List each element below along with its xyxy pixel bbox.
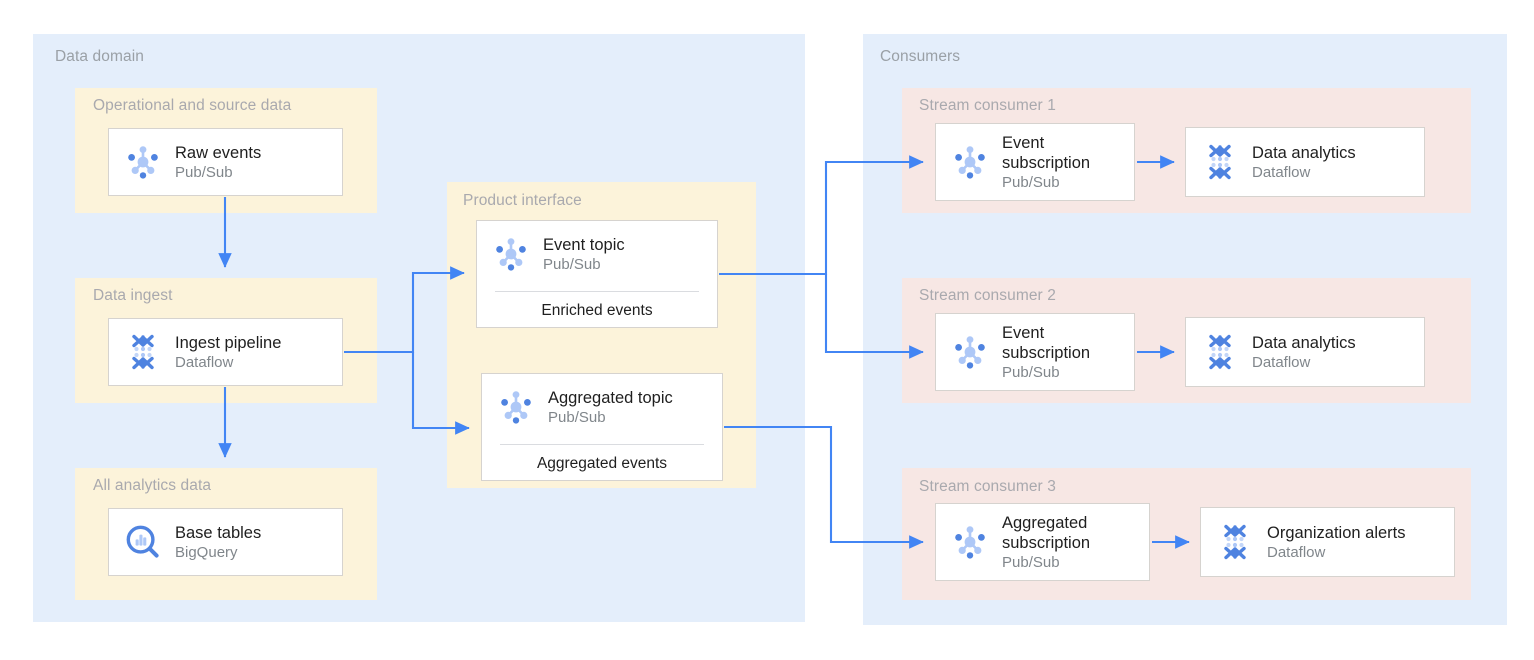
node-title: Raw events: [175, 143, 262, 162]
node-subtitle: Pub/Sub: [548, 408, 606, 426]
pubsub-icon: [948, 330, 992, 374]
node-title: Data analytics: [1252, 333, 1356, 352]
node-subtitle: Pub/Sub: [1002, 173, 1060, 191]
node-raw-events[interactable]: Raw events Pub/Sub: [108, 128, 343, 196]
group-product-interface-title: Product interface: [463, 192, 582, 209]
node-title: Ingest pipeline: [175, 333, 282, 352]
node-event-topic[interactable]: Event topic Pub/Sub Enriched events: [476, 220, 718, 328]
node-ingest-pipeline[interactable]: Ingest pipeline Dataflow: [108, 318, 343, 386]
node-footer-label: Aggregated events: [536, 455, 668, 472]
group-stream-consumer-1-title: Stream consumer 1: [919, 97, 1056, 114]
node-subtitle: Pub/Sub: [1002, 363, 1060, 381]
dataflow-icon: [1213, 520, 1257, 564]
card-divider: [495, 291, 699, 292]
node-title: Data analytics: [1252, 143, 1356, 162]
node-subtitle: BigQuery: [175, 543, 238, 561]
node-subtitle: Pub/Sub: [175, 163, 233, 181]
node-subtitle: Dataflow: [1252, 163, 1311, 181]
node-base-tables[interactable]: Base tables BigQuery: [108, 508, 343, 576]
group-stream-consumer-2-title: Stream consumer 2: [919, 287, 1056, 304]
node-event-subscription-2[interactable]: Event subscription Pub/Sub: [935, 313, 1135, 391]
node-title: Event subscription: [1002, 133, 1091, 172]
node-event-subscription-1[interactable]: Event subscription Pub/Sub: [935, 123, 1135, 201]
node-data-analytics-2[interactable]: Data analytics Dataflow: [1185, 317, 1425, 387]
node-aggregated-topic[interactable]: Aggregated topic Pub/Sub Aggregated even…: [481, 373, 723, 481]
card-divider: [500, 444, 704, 445]
node-subtitle: Dataflow: [1267, 543, 1326, 561]
group-stream-consumer-3-title: Stream consumer 3: [919, 478, 1056, 495]
node-title: Event subscription: [1002, 323, 1091, 362]
zone-consumers-title: Consumers: [880, 48, 961, 65]
node-footer-label: Enriched events: [541, 302, 653, 319]
zone-data-domain-title: Data domain: [55, 48, 144, 65]
dataflow-icon: [1198, 330, 1242, 374]
group-operational-title: Operational and source data: [93, 97, 292, 114]
node-title: Base tables: [175, 523, 262, 542]
node-subtitle: Pub/Sub: [1002, 553, 1060, 571]
node-organization-alerts[interactable]: Organization alerts Dataflow: [1200, 507, 1455, 577]
pubsub-icon: [489, 232, 533, 276]
bigquery-icon: [121, 520, 165, 564]
group-all-analytics-title: All analytics data: [93, 477, 212, 494]
node-subtitle: Dataflow: [1252, 353, 1311, 371]
node-subtitle: Pub/Sub: [543, 255, 601, 273]
dataflow-icon: [121, 330, 165, 374]
node-title: Event topic: [543, 235, 625, 254]
pubsub-icon: [121, 140, 165, 184]
pubsub-icon: [948, 520, 992, 564]
node-data-analytics-1[interactable]: Data analytics Dataflow: [1185, 127, 1425, 197]
group-data-ingest-title: Data ingest: [93, 287, 173, 304]
node-title: Aggregated topic: [548, 388, 673, 407]
dataflow-icon: [1198, 140, 1242, 184]
node-title: Organization alerts: [1267, 523, 1406, 542]
node-subtitle: Dataflow: [175, 353, 234, 371]
pubsub-icon: [948, 140, 992, 184]
node-aggregated-subscription[interactable]: Aggregated subscription Pub/Sub: [935, 503, 1150, 581]
pubsub-icon: [494, 385, 538, 429]
node-title: Aggregated subscription: [1002, 513, 1091, 552]
